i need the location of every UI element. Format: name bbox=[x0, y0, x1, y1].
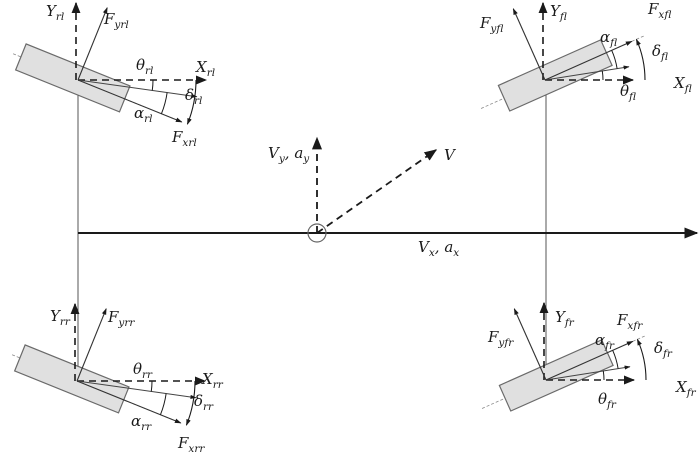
vx-ax-label: Vx, ax bbox=[418, 238, 459, 259]
fy-label: Fyfl bbox=[479, 14, 503, 35]
x-axis-label: Xrr bbox=[201, 370, 224, 391]
theta-label: θrr bbox=[133, 360, 153, 381]
alpha-label: αfl bbox=[600, 28, 617, 49]
tire bbox=[14, 43, 131, 113]
theta-arc bbox=[150, 380, 153, 392]
x-axis-label: Xrl bbox=[195, 58, 215, 79]
delta-label: δfr bbox=[654, 339, 673, 360]
fx-label: Fxfl bbox=[647, 0, 671, 21]
alpha-arc bbox=[612, 350, 619, 369]
lateral-force-arrow bbox=[513, 308, 547, 381]
delta-label: δfl bbox=[652, 42, 668, 63]
fx-label: Fxfr bbox=[616, 311, 643, 332]
lateral-force-arrow bbox=[512, 8, 546, 81]
fx-label: Fxrl bbox=[171, 128, 197, 149]
theta-label: θfl bbox=[620, 82, 636, 103]
y-axis-label: Yrr bbox=[50, 307, 71, 328]
delta-arc bbox=[186, 79, 197, 125]
theta-arc bbox=[602, 370, 605, 381]
x-axis-label: Xfl bbox=[673, 74, 692, 95]
theta-label: θfr bbox=[598, 390, 617, 411]
delta-label: δrr bbox=[194, 392, 214, 413]
vy-ay-label: Vy, ay bbox=[268, 144, 310, 165]
velocity-label: V bbox=[444, 146, 457, 164]
fx-label: Fxrr bbox=[177, 434, 205, 455]
velocity-arrow bbox=[316, 149, 438, 234]
wheel-velocity-vector bbox=[545, 365, 631, 381]
fy-label: Fyfr bbox=[487, 328, 514, 349]
theta-label: θrl bbox=[136, 56, 153, 77]
y-axis-label: Yfr bbox=[555, 308, 575, 329]
alpha-arc bbox=[611, 50, 618, 69]
wheel-velocity-vector bbox=[544, 65, 630, 81]
theta-arc bbox=[601, 70, 604, 81]
alpha-arc bbox=[160, 92, 168, 114]
lateral-force-arrow bbox=[76, 308, 107, 382]
wheel-velocity-vector bbox=[76, 380, 197, 400]
fy-label: Fyrl bbox=[103, 10, 129, 31]
longitudinal-force-arrow bbox=[544, 40, 633, 81]
tire bbox=[13, 344, 130, 414]
alpha-label: αrl bbox=[134, 104, 153, 125]
fy-label: Fyrr bbox=[107, 308, 135, 329]
x-axis-label: Xfr bbox=[675, 378, 697, 399]
y-axis-label: Yrl bbox=[46, 2, 64, 23]
delta-arc bbox=[635, 38, 646, 81]
delta-label: δrl bbox=[185, 86, 202, 107]
delta-arc bbox=[636, 338, 647, 381]
delta-arc bbox=[185, 380, 196, 426]
lateral-force-arrow bbox=[77, 7, 108, 81]
alpha-arc bbox=[159, 393, 167, 415]
alpha-label: αfr bbox=[595, 331, 615, 352]
center-of-gravity bbox=[307, 223, 327, 243]
longitudinal-force-arrow bbox=[545, 340, 634, 381]
theta-arc bbox=[151, 79, 154, 91]
longitudinal-force-arrow bbox=[77, 79, 183, 123]
y-axis-label: Yfl bbox=[550, 2, 567, 23]
longitudinal-force-arrow bbox=[76, 380, 182, 424]
wheel-velocity-vector bbox=[77, 79, 198, 99]
alpha-label: αrr bbox=[131, 412, 152, 433]
